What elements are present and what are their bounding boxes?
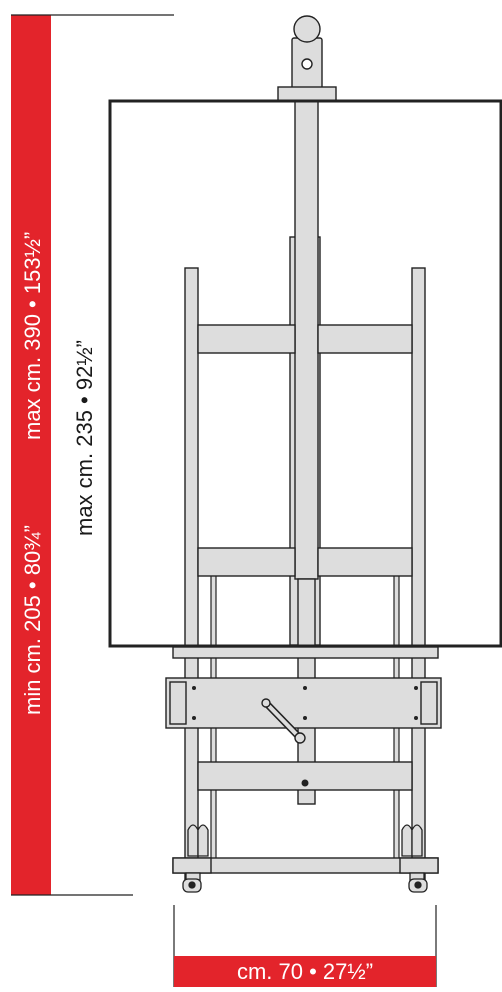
easel-base <box>172 857 439 874</box>
max-canvas-height-label: max cm. 235 • 92½” <box>72 339 97 536</box>
left-caster <box>182 872 202 893</box>
crank-handle <box>261 698 306 744</box>
mast-cap-hole <box>301 58 313 70</box>
middle-cross-bar <box>197 547 413 577</box>
width-red-bar <box>174 956 436 987</box>
left-upright <box>184 267 199 881</box>
upper-cross-bar <box>197 324 413 354</box>
crank-box-screws <box>192 686 418 720</box>
min-height-label: min cm. 205 • 80¾” <box>20 525 45 715</box>
right-wheel-bracket <box>401 824 423 857</box>
width-label: cm. 70 • 27½” <box>236 959 374 984</box>
canvas-outline <box>108 99 502 648</box>
canvas-shelf <box>172 646 439 659</box>
right-upright <box>411 267 426 881</box>
crank-box <box>165 677 442 729</box>
left-wheel-bracket <box>187 824 209 857</box>
max-height-label: max cm. 390 • 153½” <box>20 231 45 440</box>
lower-bar-knob <box>301 779 309 787</box>
height-red-bar <box>11 15 51 895</box>
right-caster <box>408 872 428 893</box>
